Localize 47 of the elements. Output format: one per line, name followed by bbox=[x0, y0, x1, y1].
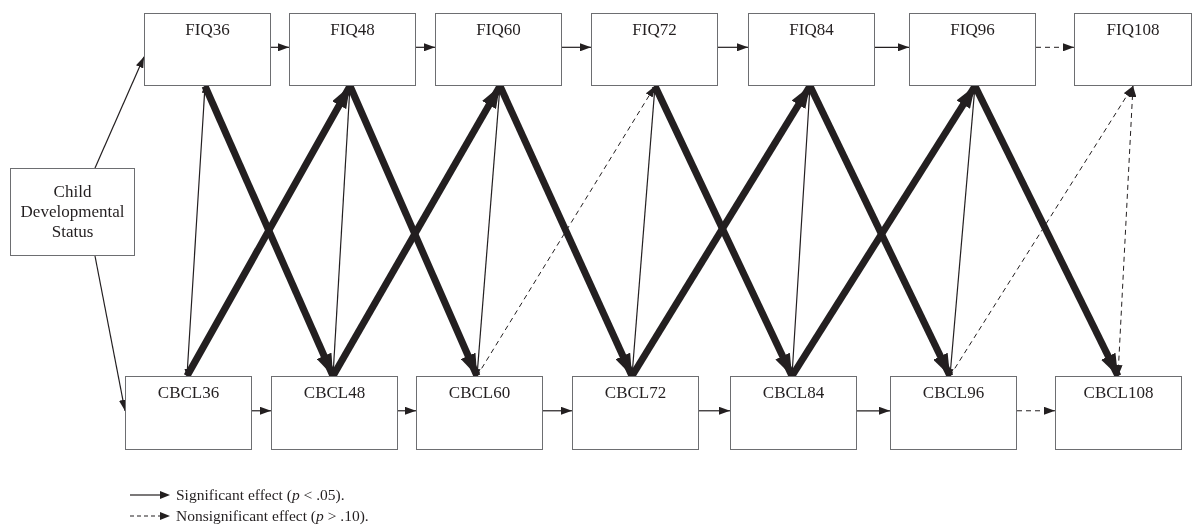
arrow bbox=[270, 43, 290, 52]
variable-box bbox=[416, 376, 543, 450]
node-label: Child Developmental Status bbox=[19, 182, 126, 242]
variable-box bbox=[125, 376, 252, 450]
node-label: CBCL36 bbox=[157, 383, 220, 403]
arrow bbox=[949, 85, 1134, 377]
variable-box bbox=[10, 168, 135, 256]
arrow bbox=[1035, 43, 1075, 52]
arrow bbox=[874, 43, 910, 52]
variable-box bbox=[1074, 13, 1192, 86]
variable-box bbox=[909, 13, 1036, 86]
node-label: CBCL108 bbox=[1083, 383, 1154, 403]
arrow bbox=[397, 406, 417, 415]
variable-box bbox=[730, 376, 857, 450]
arrow bbox=[251, 406, 272, 415]
arrow bbox=[561, 43, 592, 52]
node-label: FIQ48 bbox=[330, 20, 375, 40]
node-label: FIQ96 bbox=[950, 20, 995, 40]
arrow bbox=[698, 406, 731, 415]
variable-box bbox=[144, 13, 271, 86]
variable-box bbox=[435, 13, 562, 86]
arrow bbox=[94, 56, 145, 169]
variable-box bbox=[271, 376, 398, 450]
arrow bbox=[717, 43, 749, 52]
node-label: CBCL84 bbox=[762, 383, 825, 403]
variable-box bbox=[890, 376, 1017, 450]
variable-box bbox=[748, 13, 875, 86]
node-label: CBCL72 bbox=[604, 383, 667, 403]
node-label: FIQ108 bbox=[1106, 20, 1160, 40]
node-label: CBCL48 bbox=[303, 383, 366, 403]
arrow bbox=[415, 43, 436, 52]
arrow bbox=[542, 406, 573, 415]
node-label: CBCL60 bbox=[448, 383, 511, 403]
arrow bbox=[94, 255, 127, 412]
node-label: FIQ36 bbox=[185, 20, 230, 40]
node-label: FIQ60 bbox=[476, 20, 521, 40]
node-label: FIQ72 bbox=[632, 20, 677, 40]
variable-box bbox=[591, 13, 718, 86]
variable-box bbox=[572, 376, 699, 450]
arrow bbox=[1016, 406, 1056, 415]
variable-box bbox=[1055, 376, 1182, 450]
legend-label: Significant effect (p < .05). bbox=[176, 486, 345, 503]
node-label: FIQ84 bbox=[789, 20, 834, 40]
variable-box bbox=[289, 13, 416, 86]
legend-label: Nonsignificant effect (p > .10). bbox=[176, 507, 369, 524]
node-label: CBCL96 bbox=[922, 383, 985, 403]
arrow bbox=[856, 406, 891, 415]
